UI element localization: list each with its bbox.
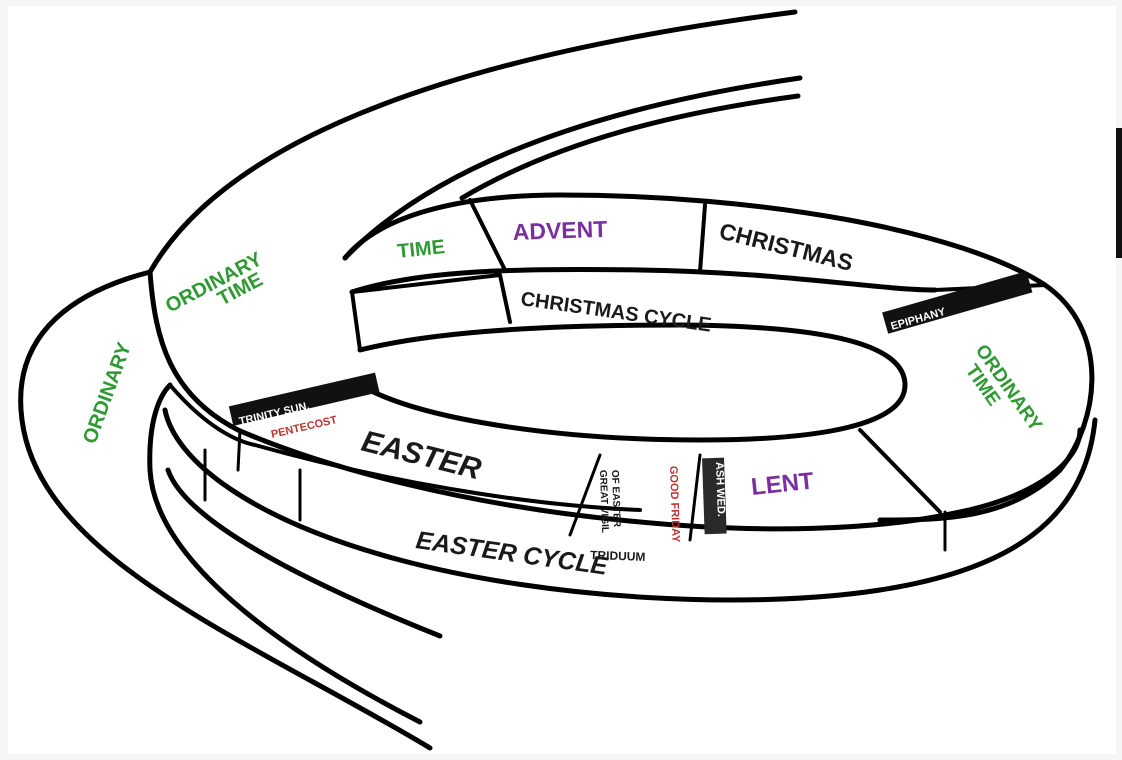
label-christmas: CHRISTMAS xyxy=(717,218,856,276)
label-great-vigil-2: OF EASTER xyxy=(609,470,622,528)
label-advent: ADVENT xyxy=(512,216,607,245)
label-easter-cycle: EASTER CYCLE xyxy=(414,526,610,581)
label-easter: EASTER xyxy=(358,425,484,487)
label-lent: LENT xyxy=(750,468,815,501)
label-epiphany: EPIPHANY xyxy=(890,306,948,333)
label-good-friday: GOOD FRIDAY xyxy=(667,466,682,544)
label-christmas-cycle: CHRISTMAS CYCLE xyxy=(519,288,712,337)
label-ash-wednesday: ASH WED. xyxy=(713,462,727,517)
label-ordinary-outer: ORDINARY xyxy=(79,339,136,447)
label-great-vigil-1: GREAT VIGIL xyxy=(597,470,610,534)
edge-fragment xyxy=(1116,128,1122,258)
label-time-top: TIME xyxy=(396,236,446,263)
